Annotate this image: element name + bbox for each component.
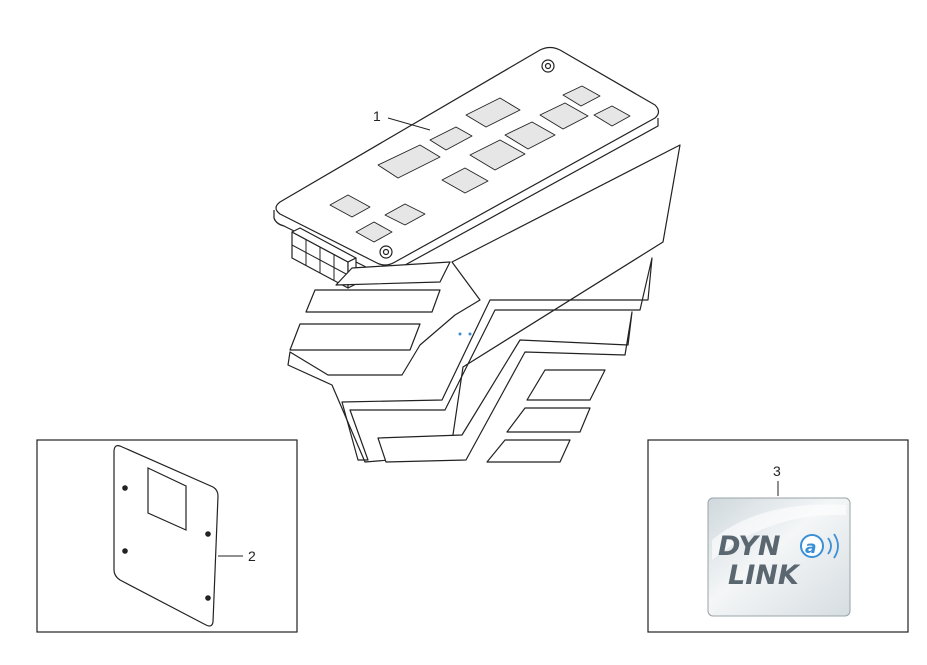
- callout-1: 1: [373, 108, 431, 131]
- stripe-pattern: [287, 144, 681, 463]
- logo-text-link: LINK: [728, 560, 801, 591]
- part-2-mounting-plate: [113, 445, 219, 627]
- part-3-frame: 3 DYN a LINK: [647, 439, 909, 633]
- logo-text-a: a: [805, 538, 816, 558]
- logo-text-dyn: DYN: [718, 531, 781, 562]
- signal-wave-icon: [827, 537, 832, 555]
- dynalink-decal: DYN a LINK: [707, 497, 851, 617]
- callout-3-label: 3: [773, 463, 781, 479]
- callout-1-label: 1: [373, 108, 381, 124]
- part-2-frame: 2: [36, 439, 298, 633]
- callout-2-label: 2: [248, 548, 256, 564]
